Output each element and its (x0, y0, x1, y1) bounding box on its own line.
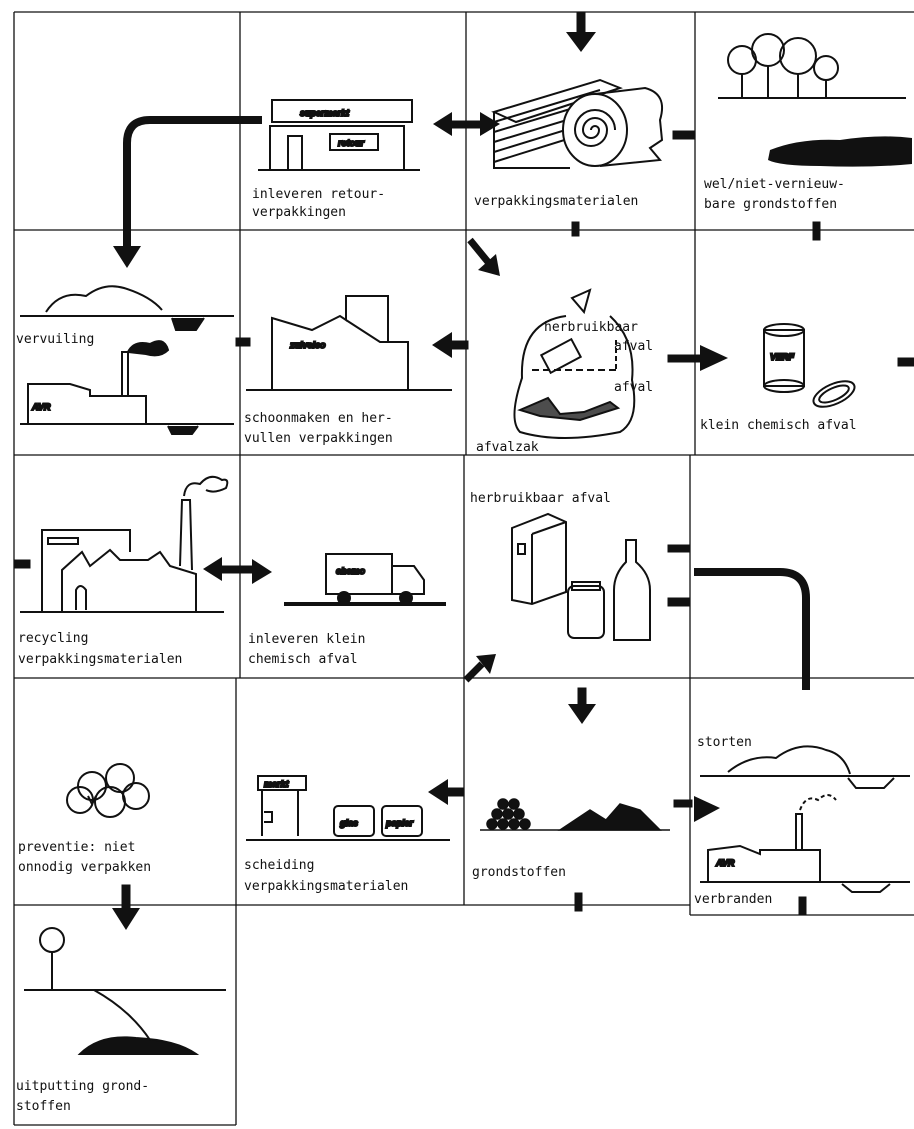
arrow-to-scheiding (428, 779, 465, 805)
waste-bag-illustration (513, 288, 636, 439)
label-uitputting-1: uitputting grond- (16, 1079, 149, 1094)
arrow-to-storten (673, 796, 720, 822)
stub-schoonmaken-left (235, 337, 251, 347)
flow-arrows (13, 11, 914, 930)
label-inleveren-retour-1: inleveren retour- (252, 187, 385, 202)
arrow-retour-to-vervuiling (113, 116, 262, 268)
chemo-truck-illustration: chemo (284, 553, 446, 606)
label-vervuiling: vervuiling (16, 332, 94, 347)
papier-sign: papier (385, 818, 414, 828)
label-herbruikbaar-afval: herbruikbaar afval (470, 491, 611, 506)
label-verpakkingsmaterialen: verpakkingsmaterialen (474, 194, 638, 209)
grid-lines (13, 11, 914, 1126)
zuivelco-sign: zuivelco (289, 340, 326, 350)
label-afvalzak-herbruikbaar: herbruikbaar (544, 320, 638, 335)
label-grondstoffen: grondstoffen (472, 865, 566, 880)
landfill-incinerator-illustration: AVR (700, 745, 910, 893)
arrow-down-top (566, 11, 596, 52)
label-scheiding-2: verpakkingsmaterialen (244, 879, 408, 894)
label-storten: storten (697, 735, 752, 750)
label-afvalzak-afval-1: afval (614, 339, 653, 354)
apples-illustration (66, 763, 150, 818)
markt-sign: markt (264, 779, 290, 789)
double-arrow-supermarkt-verpakking (433, 112, 500, 136)
double-arrow-recycling-chemo (203, 557, 272, 584)
stub-grondstoffen-bottom2 (574, 892, 583, 912)
raw-materials-illustration (480, 798, 670, 831)
trees-illustration (718, 33, 906, 99)
retour-sign: retour (338, 138, 365, 148)
label-inleveren-retour-2: verpakkingen (252, 205, 346, 220)
stub-chemisch-right (897, 357, 914, 367)
label-inleveren-chemisch-1: inleveren klein (248, 632, 365, 647)
packaging-material-illustration (491, 78, 664, 169)
chemo-sign: chemo (336, 566, 366, 576)
label-inleveren-chemisch-2: chemisch afval (248, 652, 358, 667)
depletion-illustration (24, 927, 226, 1055)
avr-sign-bottom: AVR (715, 858, 735, 868)
oil-deposit-icon (768, 136, 912, 167)
label-grondstoffen-vernieuwbaar-2: bare grondstoffen (704, 197, 837, 212)
label-afvalzak: afvalzak (476, 440, 539, 455)
glas-sign: glas (339, 818, 358, 828)
label-recycling-1: recycling (18, 631, 88, 646)
label-uitputting-2: stoffen (16, 1099, 71, 1114)
stub-verpakking-bottom (571, 221, 580, 237)
stub-herbruikbaar-1 (667, 544, 691, 553)
pollution-illustration: AVR (20, 285, 234, 435)
avr-sign-top: AVR (31, 402, 51, 412)
label-klein-chemisch: klein chemisch afval (700, 418, 857, 433)
arrow-to-schoonmaken (432, 332, 469, 358)
stub-verbranden-bottom (798, 896, 807, 916)
line-right-curve (694, 568, 810, 690)
stub-grondstoffen-bottom (812, 221, 821, 241)
stub-verpakking-right (672, 130, 696, 140)
supermarket-illustration: supermarkt retour (258, 99, 420, 171)
label-scheiding-1: scheiding (244, 858, 314, 873)
arrow-down-grondstoffen (568, 687, 596, 724)
stub-recycling-left (13, 559, 31, 569)
separation-bins-illustration: markt glas papier (246, 775, 450, 841)
label-verbranden: verbranden (694, 892, 772, 907)
arrow-to-klein-chemisch (667, 345, 728, 371)
label-schoonmaken-1: schoonmaken en her- (244, 411, 393, 426)
reusable-containers-illustration (511, 512, 651, 641)
verf-label: VERF (770, 352, 795, 362)
label-afvalzak-afval-2: afval (614, 380, 653, 395)
label-schoonmaken-2: vullen verpakkingen (244, 431, 393, 446)
label-recycling-2: verpakkingsmaterialen (18, 652, 182, 667)
arrow-diagonal-afvalzak (467, 237, 500, 276)
supermarkt-sign: supermarkt (300, 108, 350, 118)
label-grondstoffen-vernieuwbaar-1: wel/niet-vernieuw- (704, 177, 845, 192)
arrow-down-uitputting (112, 884, 140, 930)
paint-can-illustration: VERF (763, 323, 856, 408)
recycling-factory-illustration (20, 475, 229, 613)
dairy-factory-illustration: zuivelco (246, 295, 452, 391)
label-preventie-1: preventie: niet (18, 840, 135, 855)
stub-herbruikbaar-2 (667, 597, 691, 607)
arrow-diagonal-herbruikbaar (463, 654, 496, 683)
label-preventie-2: onnodig verpakken (18, 860, 151, 875)
